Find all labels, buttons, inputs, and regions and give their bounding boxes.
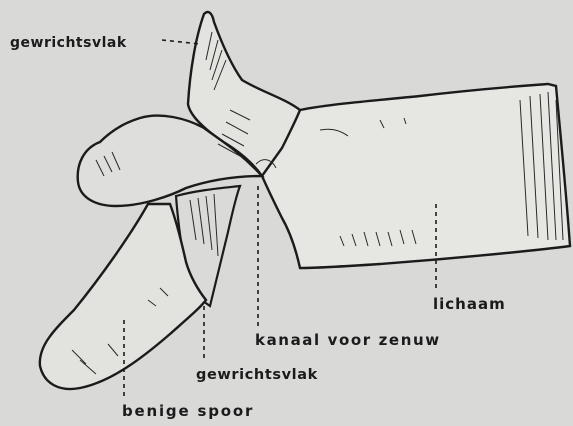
label-articular-surface-bottom: gewrichtsvlak [196, 368, 318, 383]
vertebral-body [262, 84, 570, 268]
label-bony-spur: benige spoor [122, 404, 254, 419]
label-nerve-canal: kanaal voor zenuw [255, 333, 441, 348]
label-body: lichaam [433, 297, 506, 312]
leader-line-articular-top [162, 40, 200, 44]
label-articular-surface-top: gewrichtsvlak [10, 36, 127, 50]
